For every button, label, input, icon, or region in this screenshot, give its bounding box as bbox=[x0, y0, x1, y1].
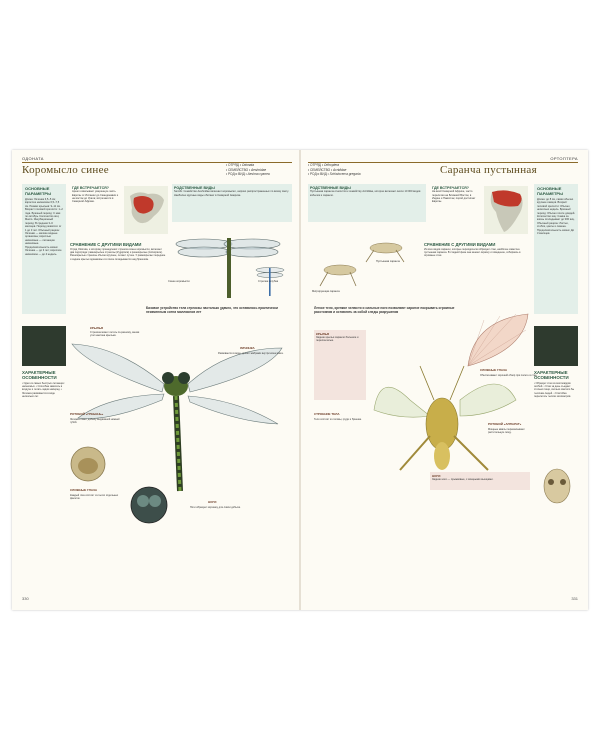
label-eyes: СЛОЖНЫЕ ГЛАЗА bbox=[70, 488, 98, 492]
locust-illustration bbox=[373, 365, 517, 471]
left-where-box: ГДЕ ВСТРЕЧАЕТСЯ? Ареал охватывает умерен… bbox=[72, 186, 119, 204]
label-legs-text: Ноги образуют корзинку для ловли добычи. bbox=[190, 506, 241, 509]
label-wings-text: Стрекоза может летать по-разному, меняя … bbox=[90, 331, 140, 338]
left-section-label: ОДОНАТА bbox=[22, 156, 44, 161]
book-spread: ОДОНАТА Коромысло синее • ОТРЯД • Odonat… bbox=[12, 150, 588, 610]
label-joint: РОТОВОЙ «ГРЕБЕНЬ» bbox=[70, 412, 104, 416]
label-nymph-text: Развивается в воде, дышит жабрами внутри… bbox=[218, 352, 284, 355]
dragonfly-illustration bbox=[71, 343, 283, 492]
label-joint-text: Личинка ловит добычу выдвижной нижней гу… bbox=[70, 418, 120, 425]
right-key-facts: ОСНОВНЫЕ ПАРАМЕТРЫ Длина: до 8 см, самки… bbox=[534, 184, 578, 314]
right-related-box: РОДСТВЕННЫЕ ВИДЫ Пустынная саранча относ… bbox=[308, 184, 426, 222]
right-compare-heading: СРАВНЕНИЕ С ДРУГИМИ ВИДАМИ bbox=[424, 242, 496, 247]
right-taxonomy: • ОТРЯД • Orthoptera • СЕМЕЙСТВО • Acrid… bbox=[308, 163, 361, 177]
right-characteristics-heading: ХАРАКТЕРНЫЕ ОСОБЕННОСТИ bbox=[534, 370, 569, 380]
left-key-facts: ОСНОВНЫЕ ПАРАМЕТРЫ Длина: Личинка 3,5–5 … bbox=[22, 184, 66, 314]
right-legs-box: НОГИ Задние ноги — прыжковые, с мощными … bbox=[430, 472, 530, 490]
left-compare-text: Отряд Odonata, к которому принадлежит ст… bbox=[70, 248, 166, 261]
right-label-eyes-text: Обеспечивают хороший обзор при полете в … bbox=[480, 374, 538, 377]
left-lead-text: Базовое устройство тела стрекозы настоль… bbox=[146, 306, 278, 314]
left-page-title: Коромысло синее bbox=[22, 164, 109, 176]
spine-gutter bbox=[299, 150, 301, 610]
left-page: ОДОНАТА Коромысло синее • ОТРЯД • Odonat… bbox=[12, 150, 300, 610]
right-species-illustrations bbox=[319, 242, 405, 287]
right-rule bbox=[308, 162, 578, 163]
left-characteristics-text: • Одно из самых быстрых летающих насеком… bbox=[22, 382, 65, 398]
right-label-eyes: СЛОЖНЫЕ ГЛАЗА bbox=[480, 368, 508, 372]
left-characteristic-photo bbox=[22, 326, 66, 366]
left-species-illustrations bbox=[175, 238, 285, 298]
right-where-box: ГДЕ ВСТРЕЧАЕТСЯ? На всей Северной Африке… bbox=[432, 186, 476, 204]
compound-eye-photo bbox=[130, 486, 168, 524]
right-label-mouth-text: Мощные жвалы перемалывают растительную п… bbox=[488, 428, 525, 435]
label-wings: КРЫЛЬЯ bbox=[90, 326, 104, 330]
left-taxonomy: • ОТРЯД • Odonata • СЕМЕЙСТВО • Aeshnida… bbox=[226, 163, 270, 177]
right-label-body-text: Тело состоит из головы, груди и брюшка. bbox=[314, 418, 362, 421]
right-label-body: СТРОЕНИЕ ТЕЛА bbox=[314, 412, 340, 416]
nymph-head-photo bbox=[70, 446, 106, 482]
left-characteristics-heading: ХАРАКТЕРНЫЕ ОСОБЕННОСТИ bbox=[22, 370, 57, 380]
right-species-label-1: Мигрирующая саранча bbox=[312, 290, 340, 293]
label-legs: НОГИ bbox=[208, 500, 217, 504]
label-nymph: ЛИЧИНКА bbox=[240, 346, 255, 350]
right-page: ОРТОПТЕРА • ОТРЯД • Orthoptera • СЕМЕЙСТ… bbox=[300, 150, 588, 610]
left-rule bbox=[22, 162, 292, 163]
right-range-map bbox=[484, 186, 528, 234]
right-compare-text: Из всех видов саранчи, которые периодиче… bbox=[424, 248, 521, 258]
right-characteristics-text: • Образует стаи из миллиардов особей. • … bbox=[534, 382, 575, 398]
left-compare-heading: СРАВНЕНИЕ С ДРУГИМИ ВИДАМИ bbox=[70, 242, 142, 247]
right-species-label-2: Пустынная саранча bbox=[376, 260, 400, 263]
right-section-label: ОРТОПТЕРА bbox=[550, 156, 578, 161]
left-page-number: 330 bbox=[22, 596, 29, 601]
left-related-box: РОДСТВЕННЫЕ ВИДЫ Semibr. Семейство Aeshn… bbox=[172, 184, 292, 222]
right-characteristic-photo bbox=[534, 326, 578, 366]
right-wings-box: КРЫЛЬЯ Задние крылья саранчи большие и п… bbox=[314, 330, 366, 400]
label-eyes-text: Каждый глаз состоит из тысяч отдельных ф… bbox=[70, 494, 119, 501]
locust-wing-illustration bbox=[467, 313, 529, 367]
right-page-title: Саранча пустынная bbox=[440, 164, 537, 176]
locust-head-illustration bbox=[543, 468, 571, 504]
right-page-number: 331 bbox=[571, 596, 578, 601]
right-label-mouth: РОТОВОЙ «АППАРАТ» bbox=[488, 422, 522, 426]
left-species-label-1: Синее коромысло bbox=[168, 280, 190, 283]
left-species-label-2: Стрелка голубая bbox=[258, 280, 279, 283]
left-range-map bbox=[124, 186, 168, 234]
right-lead-text: Легкое тело, крепкие челюсти и сильные н… bbox=[314, 306, 455, 314]
